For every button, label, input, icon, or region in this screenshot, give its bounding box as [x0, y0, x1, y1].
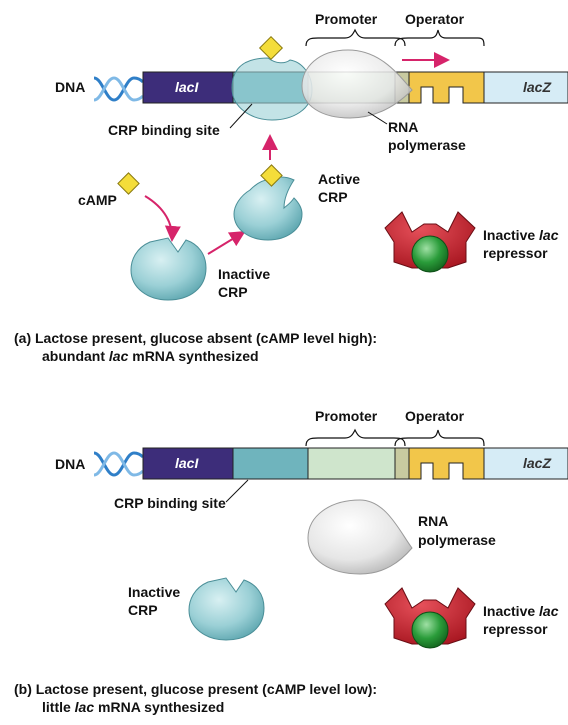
dna-helix-icon — [93, 451, 145, 477]
caption-b-line2: little lac mRNA synthesized — [42, 699, 224, 715]
rna-polymerase — [307, 499, 413, 575]
inactive-repressor — [384, 211, 476, 273]
camp-label: cAMP — [78, 192, 117, 208]
repressor-label-1: Inactive lac — [483, 603, 559, 619]
laci-label: lacI — [175, 455, 199, 471]
inactive-repressor — [384, 587, 476, 649]
inactive-crp-label-1: Inactive — [218, 266, 270, 282]
active-crp-label-2: CRP — [318, 189, 348, 205]
rna-polymerase-label-2: polymerase — [418, 532, 496, 548]
operator-segment — [408, 447, 485, 480]
crp-binding-site-segment — [232, 447, 309, 480]
repressor-core — [411, 611, 449, 649]
promoter-label: Promoter — [315, 11, 378, 27]
rna-polymerase-label-2: polymerase — [388, 137, 466, 153]
active-crp-camp — [260, 164, 283, 187]
promoter-bracket — [305, 428, 406, 447]
operator-bracket — [394, 29, 485, 47]
inactive-crp — [130, 237, 207, 301]
camp-molecule — [117, 172, 140, 195]
crp-binding-site-label: CRP binding site — [114, 495, 226, 511]
operator-label: Operator — [405, 408, 465, 424]
operator-label: Operator — [405, 11, 465, 27]
promoter-segment — [307, 447, 396, 480]
promoter-operator-overlap — [394, 447, 410, 480]
crp-binding-site-leader — [229, 103, 253, 129]
bound-active-crp — [231, 57, 313, 121]
rna-polymerase-label-1: RNA — [388, 119, 418, 135]
rna-polymerase-label-1: RNA — [418, 513, 448, 529]
bound-camp — [258, 35, 284, 61]
laci-label: lacI — [175, 79, 199, 95]
active-crp — [233, 176, 303, 241]
operator-bracket — [394, 429, 485, 447]
crp-binding-site-leader — [225, 479, 249, 503]
promoter-bracket — [305, 28, 406, 47]
dna-helix-icon — [93, 76, 145, 102]
activation-arrow-icon — [207, 230, 246, 255]
repressor-core — [411, 235, 449, 273]
crp-binding-site-label: CRP binding site — [108, 122, 220, 138]
promoter-label: Promoter — [315, 408, 378, 424]
repressor-label-1: Inactive lac — [483, 227, 559, 243]
inactive-crp-label-2: CRP — [218, 284, 248, 300]
dna-label: DNA — [55, 79, 85, 95]
panel-b: Promoter Operator DNA lacI lacZ CRP bind… — [14, 408, 568, 715]
panel-a: DNA Promoter Operator lacI lacZ CRP bind… — [14, 11, 568, 364]
bound-rna-polymerase — [301, 49, 413, 119]
operator-segment — [408, 71, 485, 104]
repressor-label-2: repressor — [483, 245, 548, 261]
active-crp-label-1: Active — [318, 171, 360, 187]
inactive-crp — [188, 577, 265, 641]
lacz-label: lacZ — [523, 79, 551, 95]
caption-a-line1: (a) Lactose present, glucose absent (cAM… — [14, 330, 377, 346]
lacz-label: lacZ — [523, 455, 551, 471]
laci-gene — [142, 447, 234, 480]
dna-label: DNA — [55, 456, 85, 472]
camp-binding-arrow-icon — [144, 195, 181, 242]
rna-polymerase-leader — [367, 111, 388, 125]
inactive-crp-label-1: Inactive — [128, 584, 180, 600]
laci-gene — [142, 71, 234, 104]
caption-b-line1: (b) Lactose present, glucose present (cA… — [14, 681, 377, 697]
lacz-gene — [483, 447, 568, 480]
repressor-label-2: repressor — [483, 621, 548, 637]
lacz-gene — [483, 71, 568, 104]
inactive-crp-label-2: CRP — [128, 602, 158, 618]
caption-a-line2: abundant lac mRNA synthesized — [42, 348, 259, 364]
